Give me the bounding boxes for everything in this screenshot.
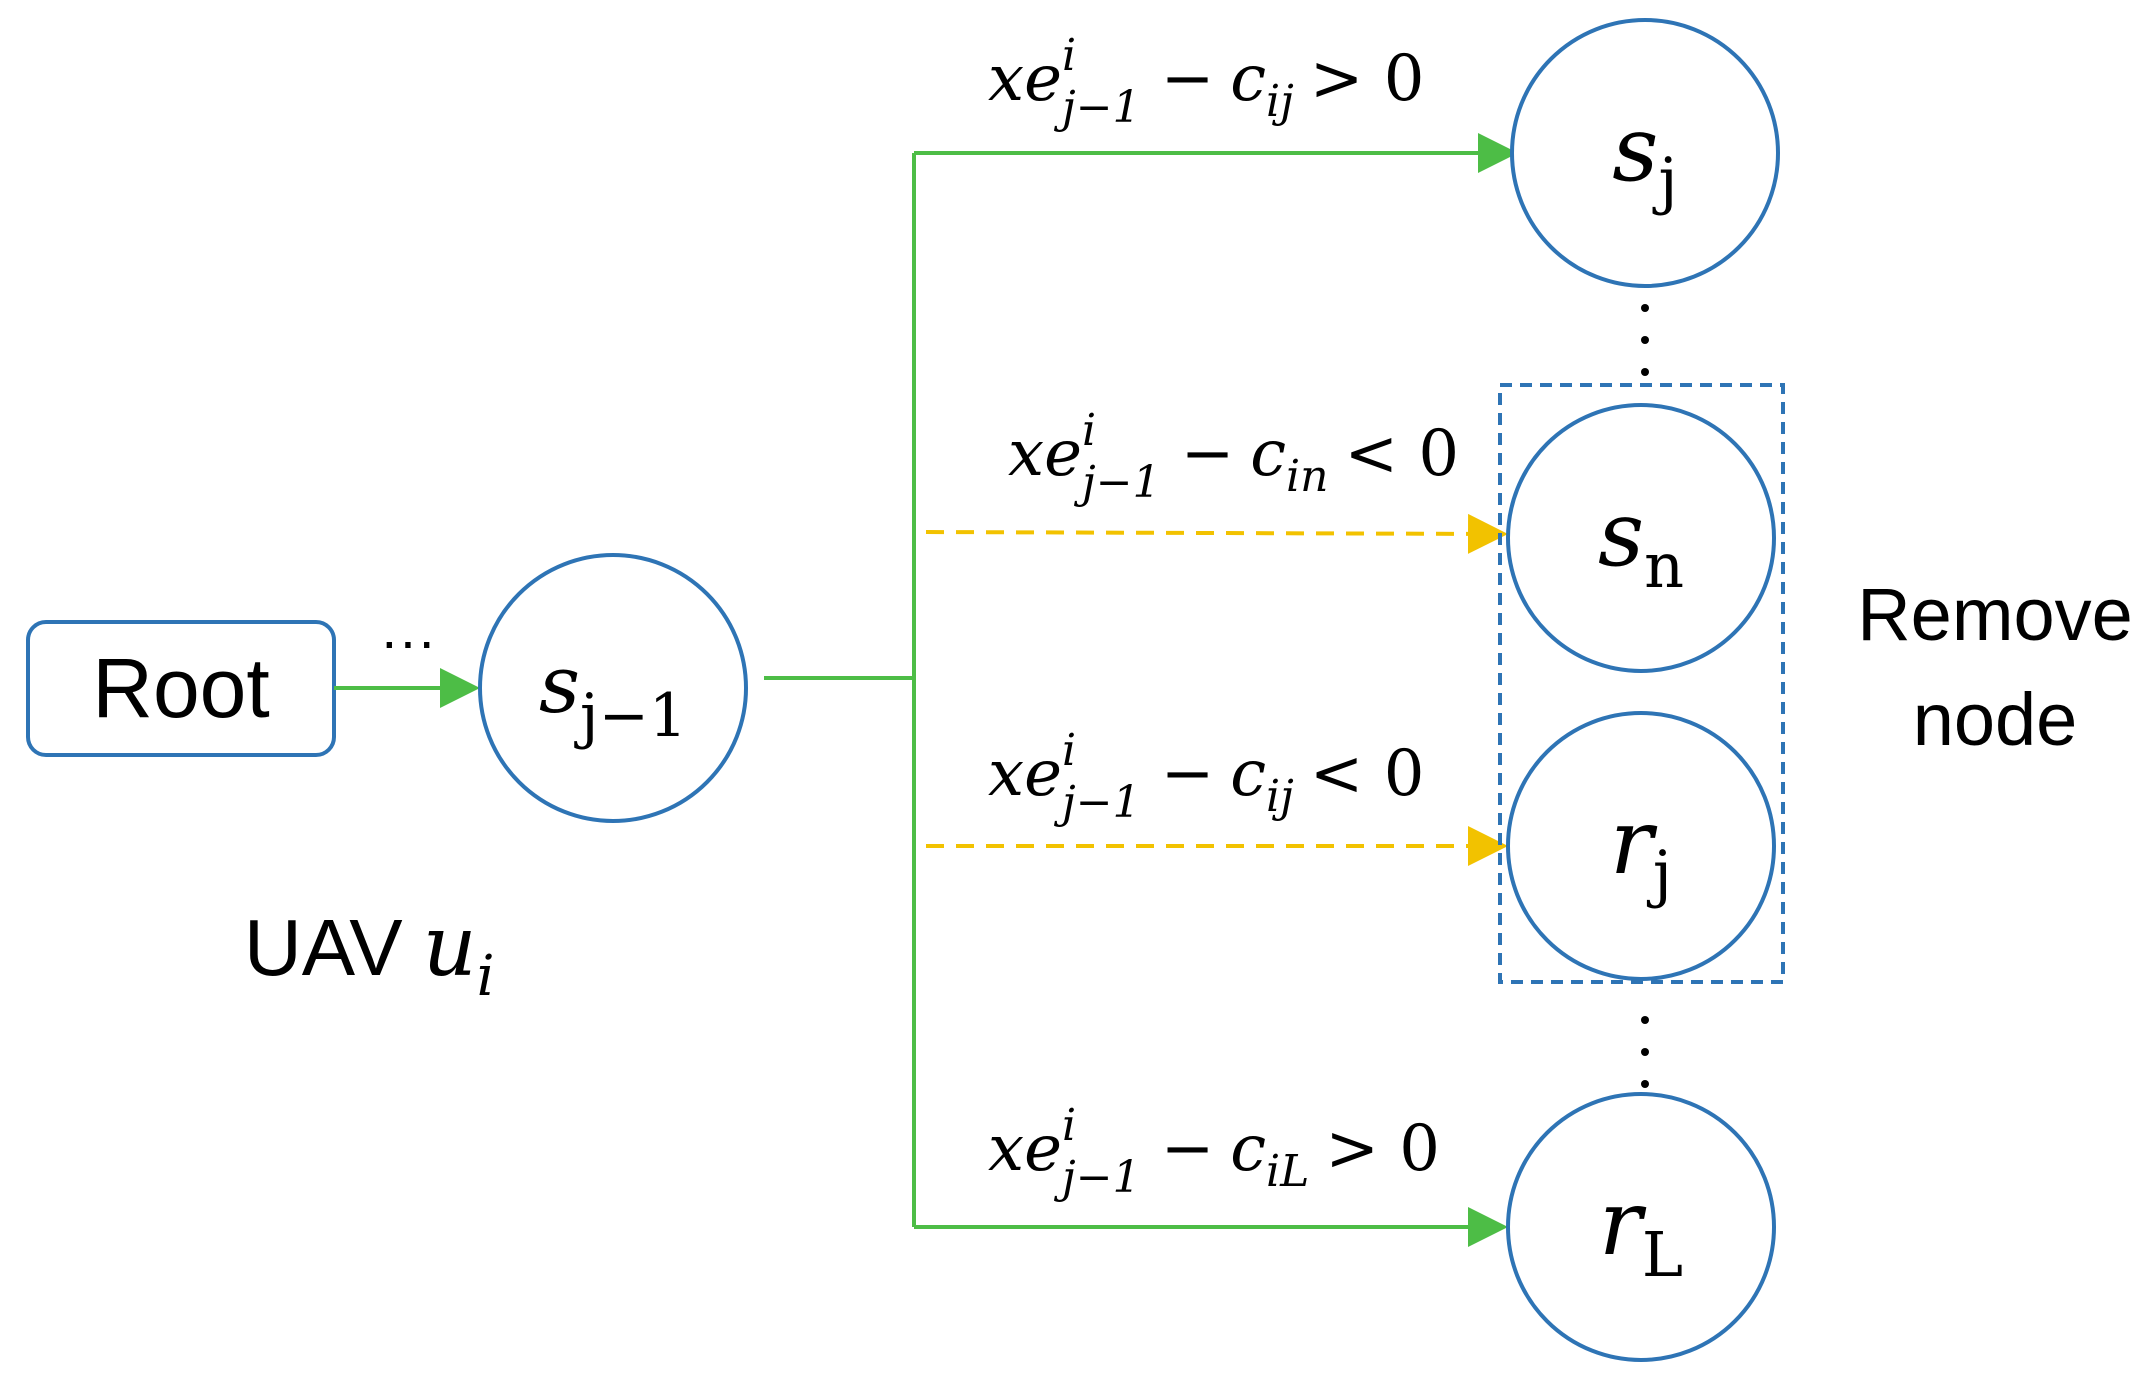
vertical-ellipsis-upper — [1641, 304, 1649, 376]
node-rL-circle — [1506, 1092, 1776, 1362]
node-rj-label: rj — [1610, 790, 1672, 910]
remove-label-line1: Remove — [1857, 573, 2133, 656]
uav-caption-var: u — [423, 897, 477, 995]
uav-caption-text: UAV — [244, 903, 403, 992]
node-sj-label: sj — [1612, 97, 1677, 217]
node-rj: rj — [1506, 711, 1776, 981]
source-node-circle — [478, 553, 748, 823]
root-node: Root — [26, 620, 336, 757]
node-sn: sn — [1506, 403, 1776, 673]
node-sj-circle — [1510, 18, 1780, 288]
uav-caption-sub: i — [477, 944, 495, 1009]
node-sj: sj — [1510, 18, 1780, 288]
node-rL: rL — [1506, 1092, 1776, 1362]
node-rj-circle — [1506, 711, 1776, 981]
node-sn-circle — [1506, 403, 1776, 673]
remove-node-box — [1498, 383, 1785, 984]
source-node-label: sj−1 — [539, 638, 687, 751]
vertical-ellipsis-lower — [1641, 1016, 1649, 1088]
source-node-var: s — [539, 638, 580, 731]
remove-label-line2: node — [1913, 678, 2078, 761]
node-rL-label: rL — [1599, 1171, 1683, 1291]
source-node-sub: j−1 — [574, 681, 687, 751]
ellipsis-label: ··· — [380, 609, 436, 672]
root-label: Root — [92, 641, 269, 735]
node-sn-label: sn — [1598, 482, 1684, 602]
source-node: sj−1 — [478, 553, 748, 823]
edge-to-sn — [925, 513, 1508, 554]
